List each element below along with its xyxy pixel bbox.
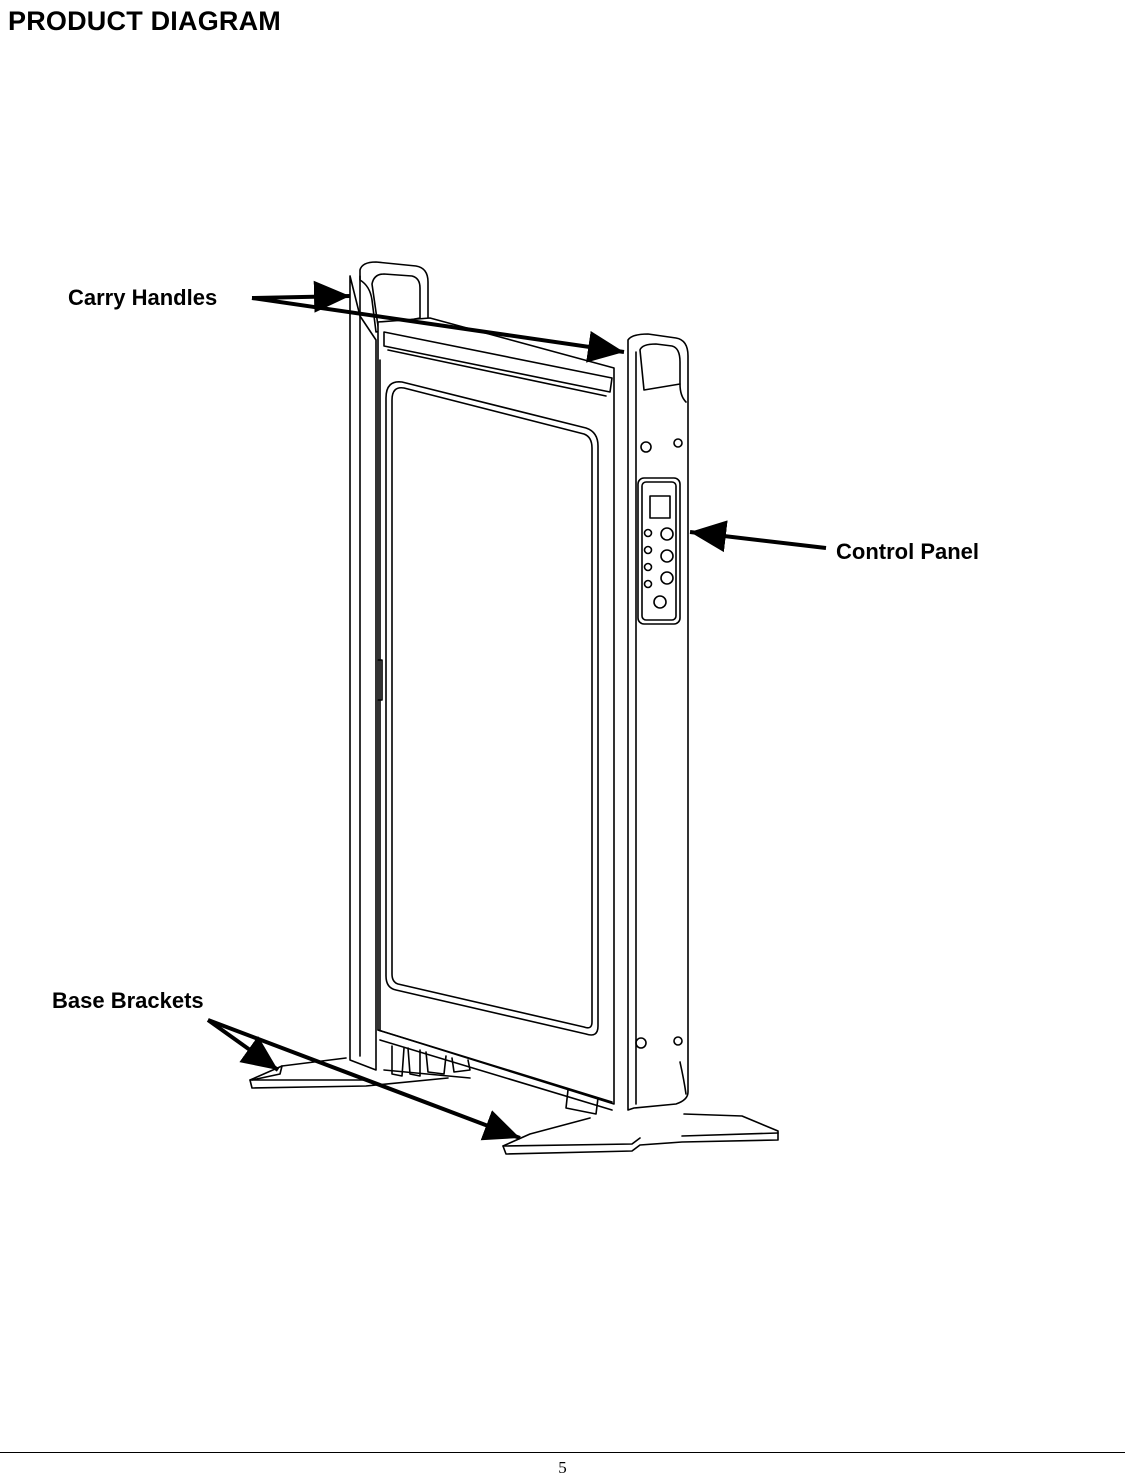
heater-illustration xyxy=(250,262,778,1154)
heater-panel xyxy=(378,318,614,1110)
control-panel-label: Control Panel xyxy=(836,539,979,565)
base-brackets-label: Base Brackets xyxy=(52,988,204,1014)
right-column xyxy=(628,334,688,1110)
control-panel xyxy=(638,478,680,624)
page-number: 5 xyxy=(0,1458,1125,1478)
base-brackets-arrow-left xyxy=(208,1020,278,1070)
carry-handles-arrow-left xyxy=(252,296,350,298)
footer-divider xyxy=(0,1452,1125,1453)
carry-handles-label: Carry Handles xyxy=(68,285,217,311)
control-panel-arrow xyxy=(690,532,826,548)
